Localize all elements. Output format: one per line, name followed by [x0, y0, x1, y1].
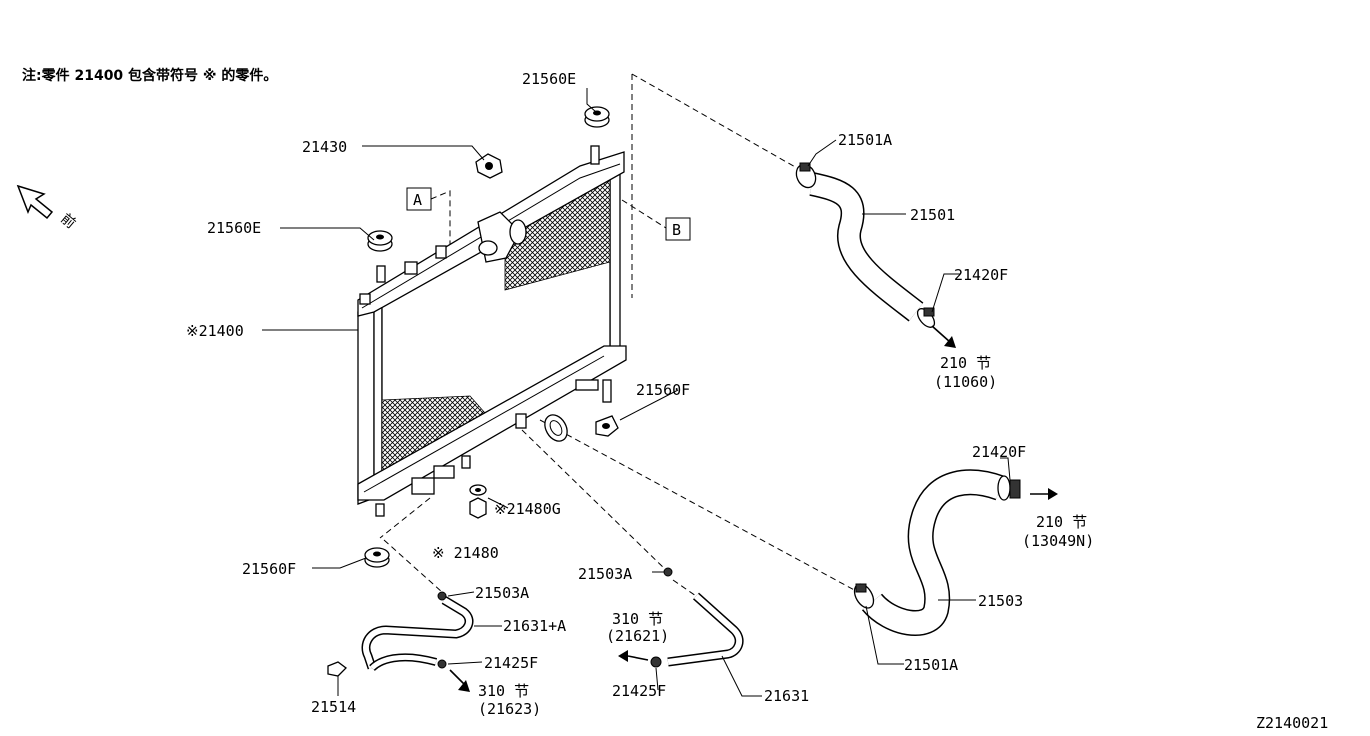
label-21631-a: 21631+A — [503, 617, 566, 635]
front-label: 前 — [57, 210, 79, 232]
svg-text:310 节: 310 节 — [612, 610, 663, 628]
label-21501a-top: 21501A — [838, 131, 892, 149]
grommet-21560f-bottom — [364, 547, 390, 568]
ref-box-a: A — [406, 187, 432, 211]
label-21425f-mid: 21425F — [612, 682, 666, 700]
figure-id: Z2140021 — [1256, 714, 1328, 732]
label-21503: 21503 — [978, 592, 1023, 610]
label-21560e-left: 21560E — [207, 219, 261, 237]
label-21560e-top: 21560E — [522, 70, 576, 88]
label-21430: 21430 — [302, 138, 347, 156]
grommet-21560e-top — [584, 106, 610, 128]
drain-plug-21480 — [469, 497, 487, 519]
svg-text:210 节: 210 节 — [940, 354, 991, 372]
radiator-cap-21430 — [475, 153, 503, 179]
svg-text:(21621): (21621) — [606, 627, 669, 645]
svg-text:210 节: 210 节 — [1036, 513, 1087, 531]
label-21420f-top: 21420F — [954, 266, 1008, 284]
svg-text:(11060): (11060) — [934, 373, 997, 391]
section-ref-21621[interactable]: 310 节 (21621) — [606, 610, 669, 645]
label-21501a-bottom: 21501A — [904, 656, 958, 674]
hose-21631-a — [327, 591, 474, 692]
svg-text:(21623): (21623) — [478, 700, 541, 718]
svg-text:A: A — [413, 191, 422, 209]
label-21480g: ※21480G — [494, 500, 561, 518]
label-21503a-mid: 21503A — [578, 565, 632, 583]
front-arrow-icon — [16, 184, 54, 220]
o-ring-21480g — [469, 484, 487, 496]
grommet-21560e-left — [367, 230, 393, 252]
upper-hose-21501 — [795, 162, 956, 348]
label-21400: ※21400 — [186, 322, 244, 340]
svg-text:310 节: 310 节 — [478, 682, 529, 700]
parts-note: 注:零件 21400 包含带符号 ※ 的零件。 — [22, 67, 277, 84]
label-21480: ※ 21480 — [432, 544, 499, 562]
label-21425f-left: 21425F — [484, 654, 538, 672]
label-21501: 21501 — [910, 206, 955, 224]
label-21503a-left: 21503A — [475, 584, 529, 602]
svg-text:(13049N): (13049N) — [1022, 532, 1094, 550]
lower-hose-21503 — [853, 469, 1058, 636]
section-ref-13049n[interactable]: 210 节 (13049N) — [1022, 513, 1094, 550]
hose-21631 — [618, 567, 744, 668]
label-21560f-right: 21560F — [636, 381, 690, 399]
label-21631: 21631 — [764, 687, 809, 705]
label-21420f-bottom: 21420F — [972, 443, 1026, 461]
radiator-assembly — [357, 145, 627, 517]
grommet-21560f-right — [595, 415, 619, 437]
label-21560f-bottom: 21560F — [242, 560, 296, 578]
ref-box-b: B — [665, 217, 691, 241]
svg-text:B: B — [672, 221, 681, 239]
label-21514: 21514 — [311, 698, 356, 716]
section-ref-21623[interactable]: 310 节 (21623) — [478, 682, 541, 718]
section-ref-11060[interactable]: 210 节 (11060) — [934, 354, 997, 391]
